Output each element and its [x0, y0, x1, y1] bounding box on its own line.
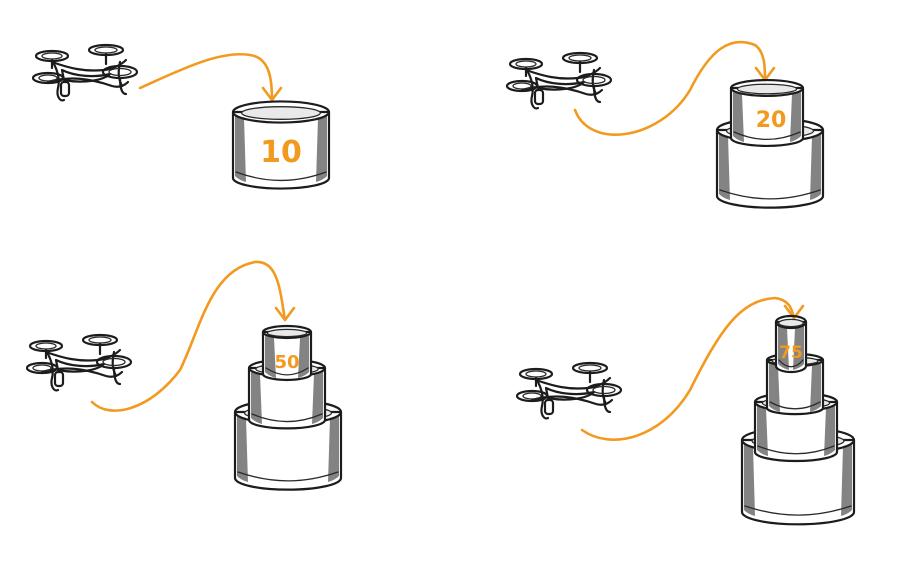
- tier-count-label: 50: [274, 352, 299, 373]
- panel-1: 10: [31, 43, 331, 190]
- tier-count-label: 20: [756, 108, 787, 133]
- tier-count-label: 75: [779, 343, 803, 363]
- drone-icon: [25, 333, 133, 392]
- panel-3: 50: [25, 260, 343, 491]
- cake-stack: [740, 314, 856, 526]
- cake-stack: [715, 78, 825, 209]
- flight-path-arrow: [580, 296, 796, 441]
- cake-stack: [231, 100, 331, 190]
- flight-path-arrow: [138, 52, 274, 102]
- cake-tier: [261, 324, 313, 382]
- flight-path-arrow: [90, 260, 287, 412]
- cake-stack: [233, 324, 343, 491]
- arrow-head-icon: [274, 306, 296, 322]
- cake-tier: [774, 314, 808, 374]
- cake-tier: [231, 100, 331, 190]
- arrow-head-icon: [261, 86, 283, 102]
- drone-icon: [505, 51, 613, 110]
- drone-icon: [31, 43, 139, 102]
- arrow-head-icon: [783, 304, 805, 320]
- panel-2: 20: [505, 40, 825, 209]
- drone-icon: [515, 361, 623, 420]
- cake-tier: [729, 78, 805, 148]
- flight-path-arrow: [573, 40, 767, 136]
- panel-4: 75: [515, 296, 856, 526]
- tier-count-label: 10: [260, 135, 302, 170]
